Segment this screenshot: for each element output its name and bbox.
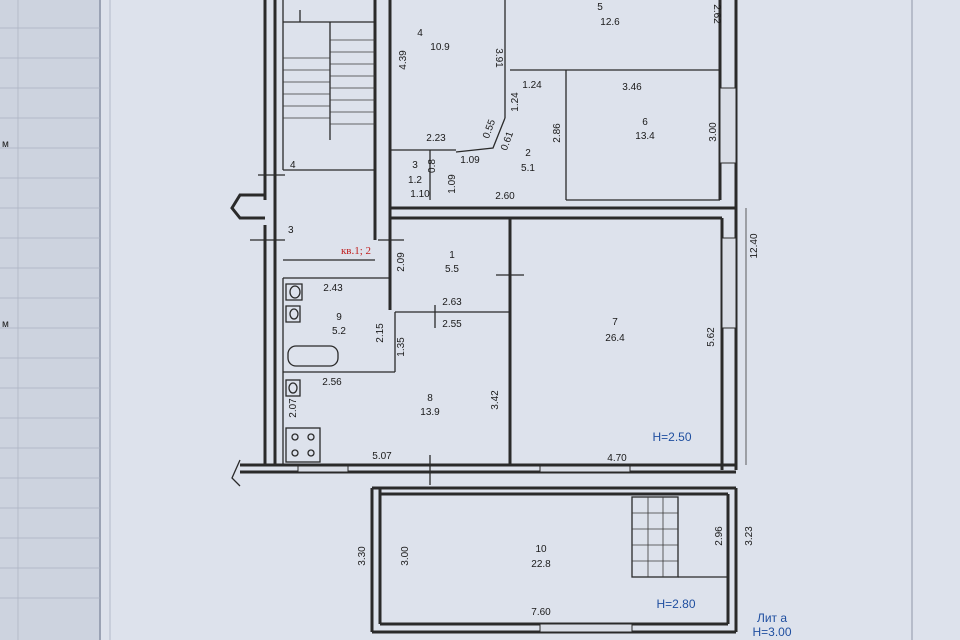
room6-dim-2: 3.00 (708, 122, 719, 142)
room10-dim-4: 3.23 (744, 526, 755, 546)
window-room10 (539, 623, 633, 633)
room10-dim-3: 2.96 (714, 526, 725, 546)
room5-area: 12.6 (600, 17, 620, 28)
room5-number: 5 (597, 2, 603, 13)
room2-dim-2: 1.24 (510, 92, 521, 112)
room4-dim-2: 3.91 (493, 48, 504, 68)
window-room6 (719, 87, 737, 164)
overall-dim: 12.40 (749, 233, 760, 258)
room6-area: 13.4 (635, 131, 655, 142)
stair-label-4: 4 (290, 160, 296, 171)
room9-number: 9 (336, 312, 342, 323)
room4-area: 10.9 (430, 42, 450, 53)
room7-dim-2: 4.70 (607, 453, 627, 464)
room6-number: 6 (642, 117, 648, 128)
room4-number: 4 (417, 28, 423, 39)
room9-dim-1: 2.43 (323, 283, 343, 294)
room3-area: 1.2 (408, 175, 422, 186)
margin-unit-label-2: м (2, 319, 9, 330)
room1-dim-2: 2.63 (442, 297, 462, 308)
room9-dim-2: 2.15 (375, 323, 386, 343)
room8-dim-3: 3.42 (490, 390, 501, 410)
room6-dim-1: 3.46 (622, 82, 642, 93)
room8-dim-1: 2.56 (322, 377, 342, 388)
room9-area: 5.2 (332, 326, 346, 337)
window-room8 (297, 465, 349, 473)
room8-area: 13.9 (420, 407, 440, 418)
ruled-lines (0, 0, 100, 640)
outer-walls (230, 0, 738, 487)
left-binder-page (0, 0, 100, 640)
room3-dim-1: 2.23 (426, 133, 446, 144)
room1-area: 5.5 (445, 264, 459, 275)
height-annex: H=2.80 (656, 597, 695, 611)
room7-number: 7 (612, 317, 618, 328)
room3-number: 3 (412, 160, 418, 171)
margin-unit-label: м (2, 139, 9, 150)
room5-dim: 2.62 (711, 4, 722, 24)
stair-label-3: 3 (288, 225, 294, 236)
window-room7-bottom (539, 465, 631, 473)
window-room7 (721, 237, 737, 329)
top-partitions (388, 0, 736, 220)
room10-number: 10 (535, 544, 547, 555)
main-sheet (100, 0, 960, 640)
lit-label: Лит а (757, 611, 787, 625)
bath-fixtures (285, 283, 339, 463)
room2-dim-6: 1.09 (460, 155, 480, 166)
room7-dim-1: 5.62 (706, 327, 717, 347)
room4-dim-1: 4.39 (398, 50, 409, 70)
room2-number: 2 (525, 148, 531, 159)
room2-dim-7: 2.60 (495, 191, 515, 202)
room2-dim-1: 1.24 (522, 80, 542, 91)
room10-area: 22.8 (531, 559, 551, 570)
room3-dim-4: 1.09 (447, 174, 458, 194)
room1-number: 1 (449, 250, 455, 261)
room3-dim-2: 0.8 (427, 159, 438, 173)
height-main: H=2.50 (652, 430, 691, 444)
stairwell (250, 0, 377, 261)
room7-area: 26.4 (605, 333, 625, 344)
room2-dim-3: 2.86 (552, 123, 563, 143)
room9-dim-3: 1.35 (396, 337, 407, 357)
room10-dim-5: 7.60 (531, 607, 551, 618)
room8-dim-4: 5.07 (372, 451, 392, 462)
room2-area: 5.1 (521, 163, 535, 174)
room8-number: 8 (427, 393, 433, 404)
lit-height: H=3.00 (752, 625, 791, 639)
room1-dim-1: 2.09 (396, 252, 407, 272)
room10-dim-1: 3.30 (357, 546, 368, 566)
flat-label: кв.1; 2 (341, 245, 371, 257)
room8-dim-2: 2.07 (288, 398, 299, 418)
room1-dim-3: 2.55 (442, 319, 462, 330)
room10-dim-2: 3.00 (400, 546, 411, 566)
lower-partitions (282, 218, 524, 465)
room3-dim-3: 1.10 (410, 189, 430, 200)
